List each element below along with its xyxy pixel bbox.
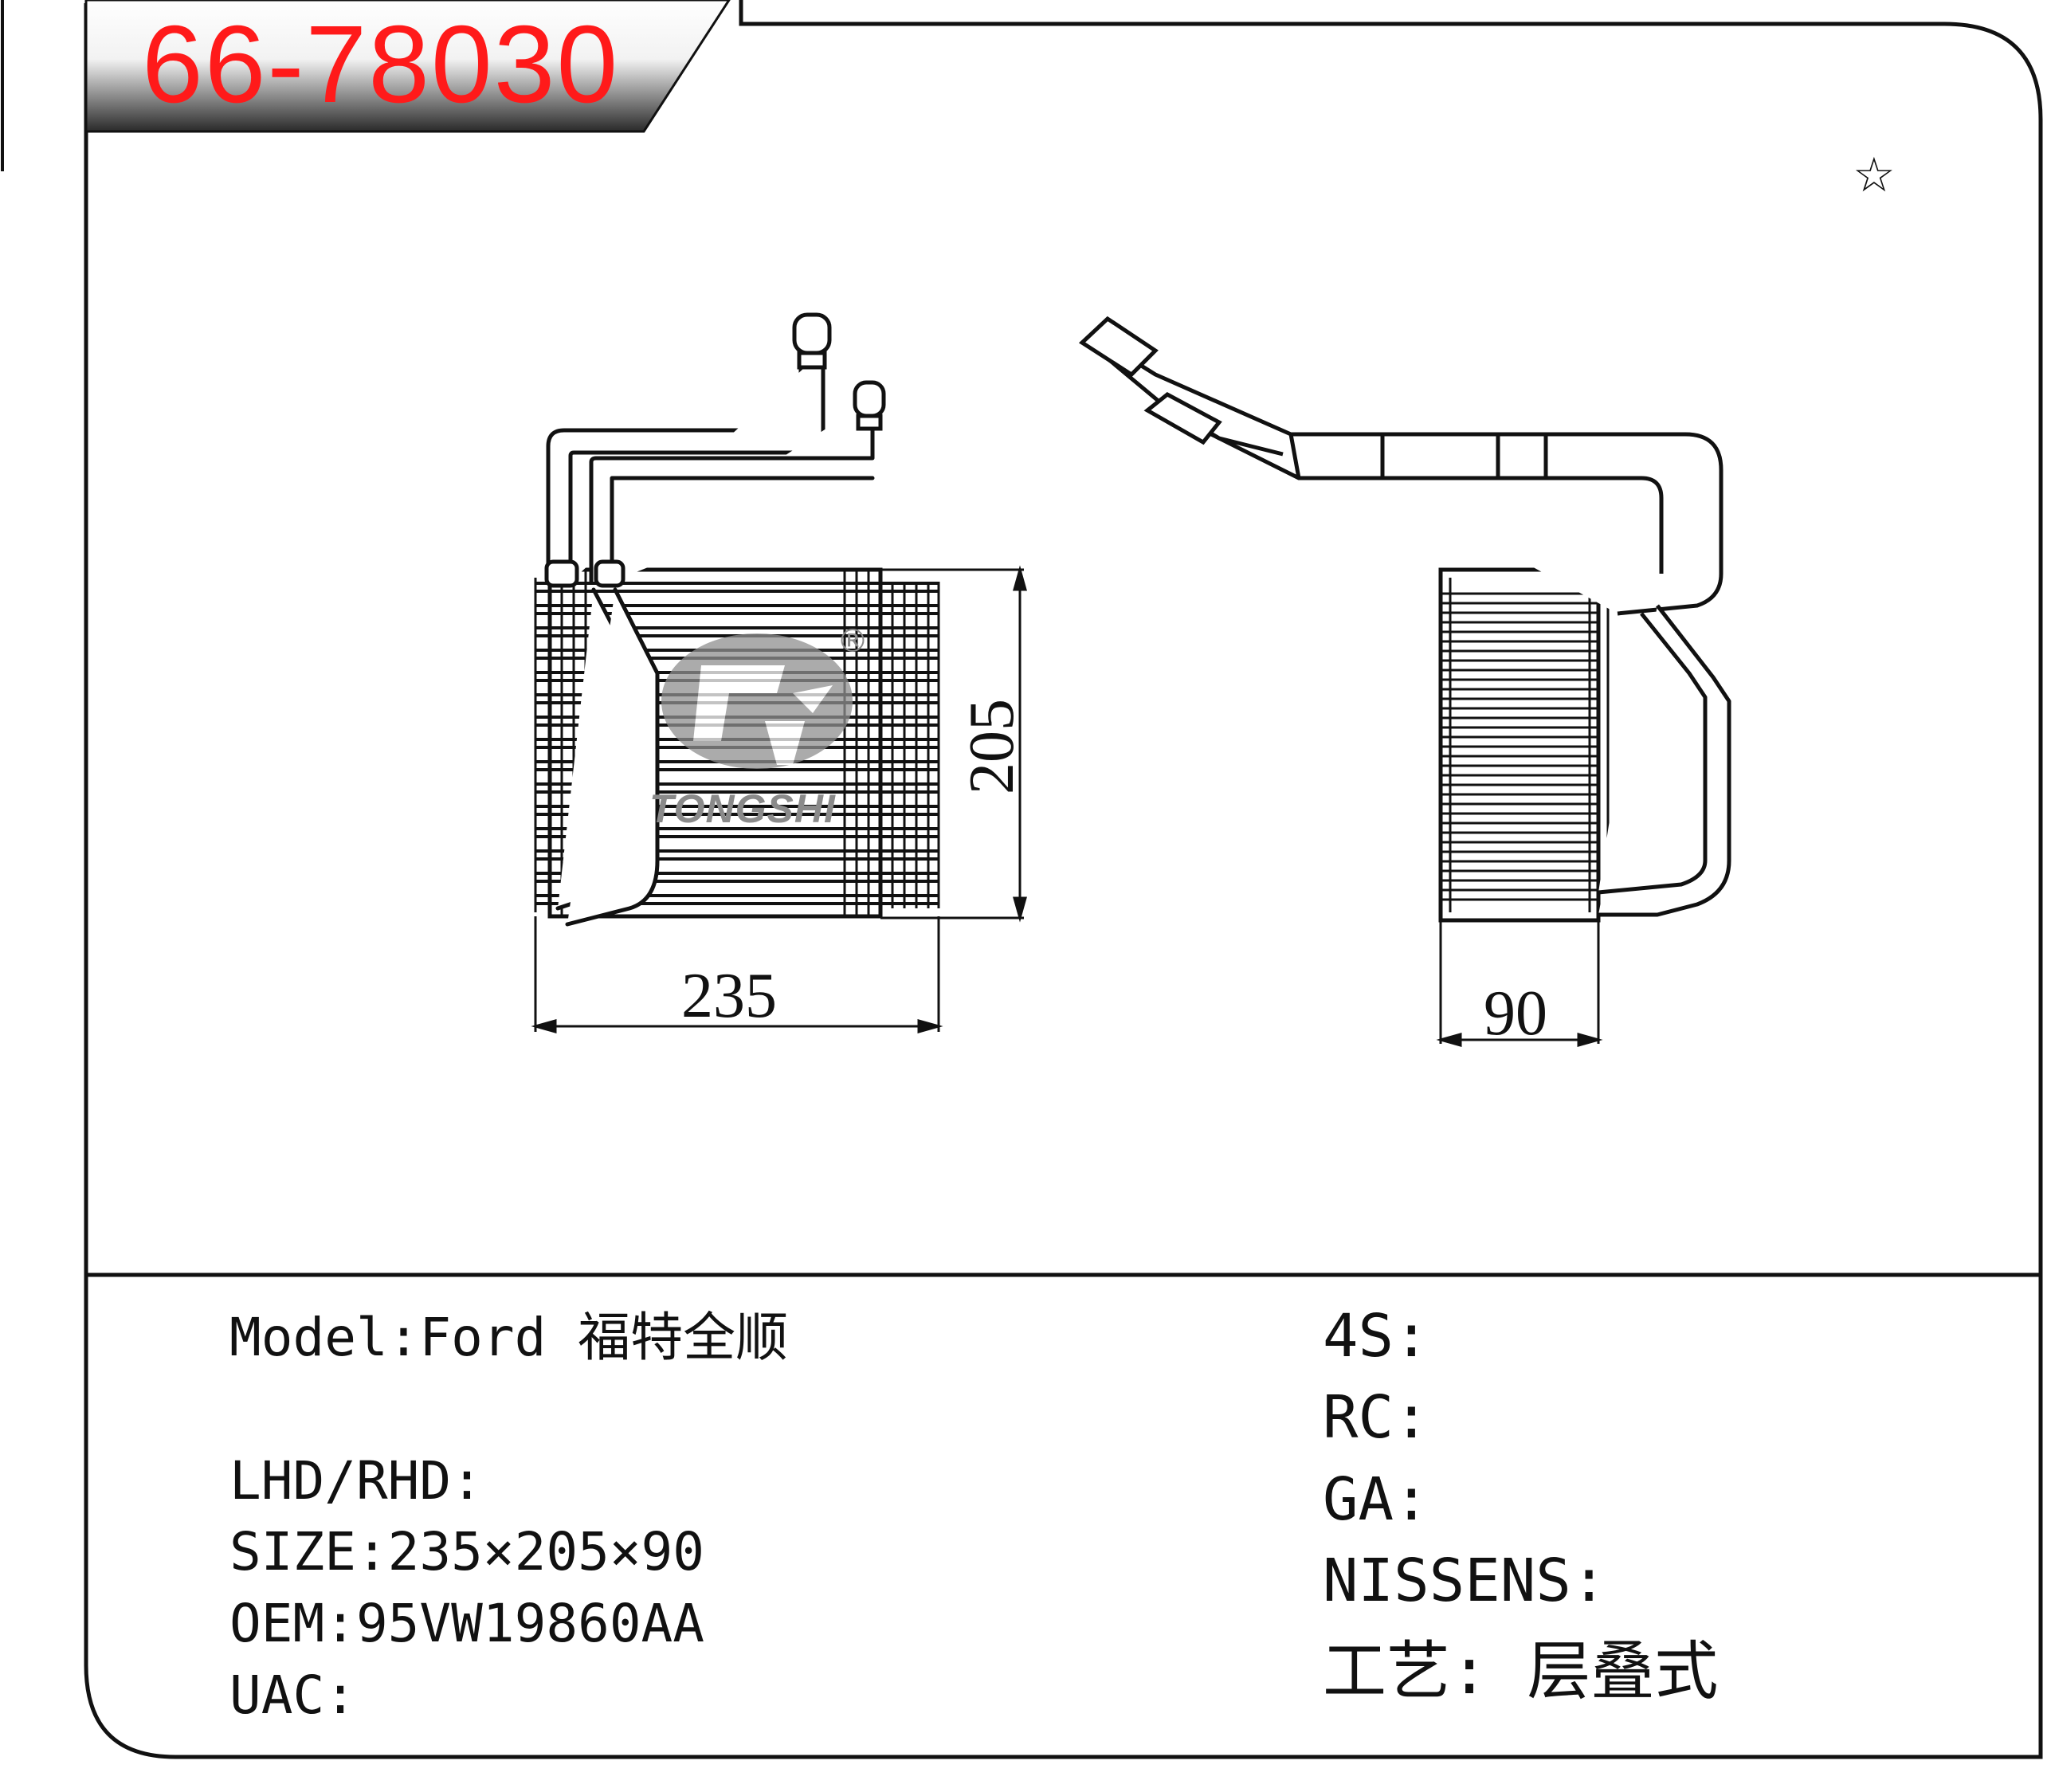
evaporator-front-view [534,312,940,927]
size-line: SIZE:235×205×90 [229,1521,705,1582]
side-fittings [1078,316,1222,445]
part-number: 66-78030 [142,3,620,126]
model-line: Model:Ford 福特全顺 [229,1307,789,1368]
logo-wordmark: TONGSHI [649,786,836,831]
front-pipes [546,340,875,927]
uac-line: UAC: [229,1665,356,1726]
height-dimension-label: 205 [957,699,1027,794]
oem-line: OEM:95VW19860AA [229,1593,705,1654]
front-header-tanks [534,570,940,916]
rc-line: RC: [1323,1383,1429,1452]
registered-mark: ® [837,623,869,660]
star-outline-icon: ☆ [1853,147,1896,203]
depth-dimension-label: 90 [1484,978,1547,1049]
width-dimension-label: 235 [681,961,777,1031]
lhd-rhd-line: LHD/RHD: [229,1450,483,1512]
tongshi-logo [661,633,853,769]
ga-line: GA: [1323,1465,1429,1534]
outer-frame [84,0,2043,1759]
header-tab [84,0,731,133]
front-fittings [544,312,886,588]
evaporator-side-view [1078,316,1731,923]
nissens-line: NISSENS: [1323,1547,1607,1615]
side-core-fins [1441,578,1610,912]
craft-line: 工艺: 层叠式 [1323,1634,1719,1708]
front-dimension-lines [531,565,1027,1033]
side-dimension-lines [1436,920,1603,1047]
4s-line: 4S: [1323,1302,1429,1370]
